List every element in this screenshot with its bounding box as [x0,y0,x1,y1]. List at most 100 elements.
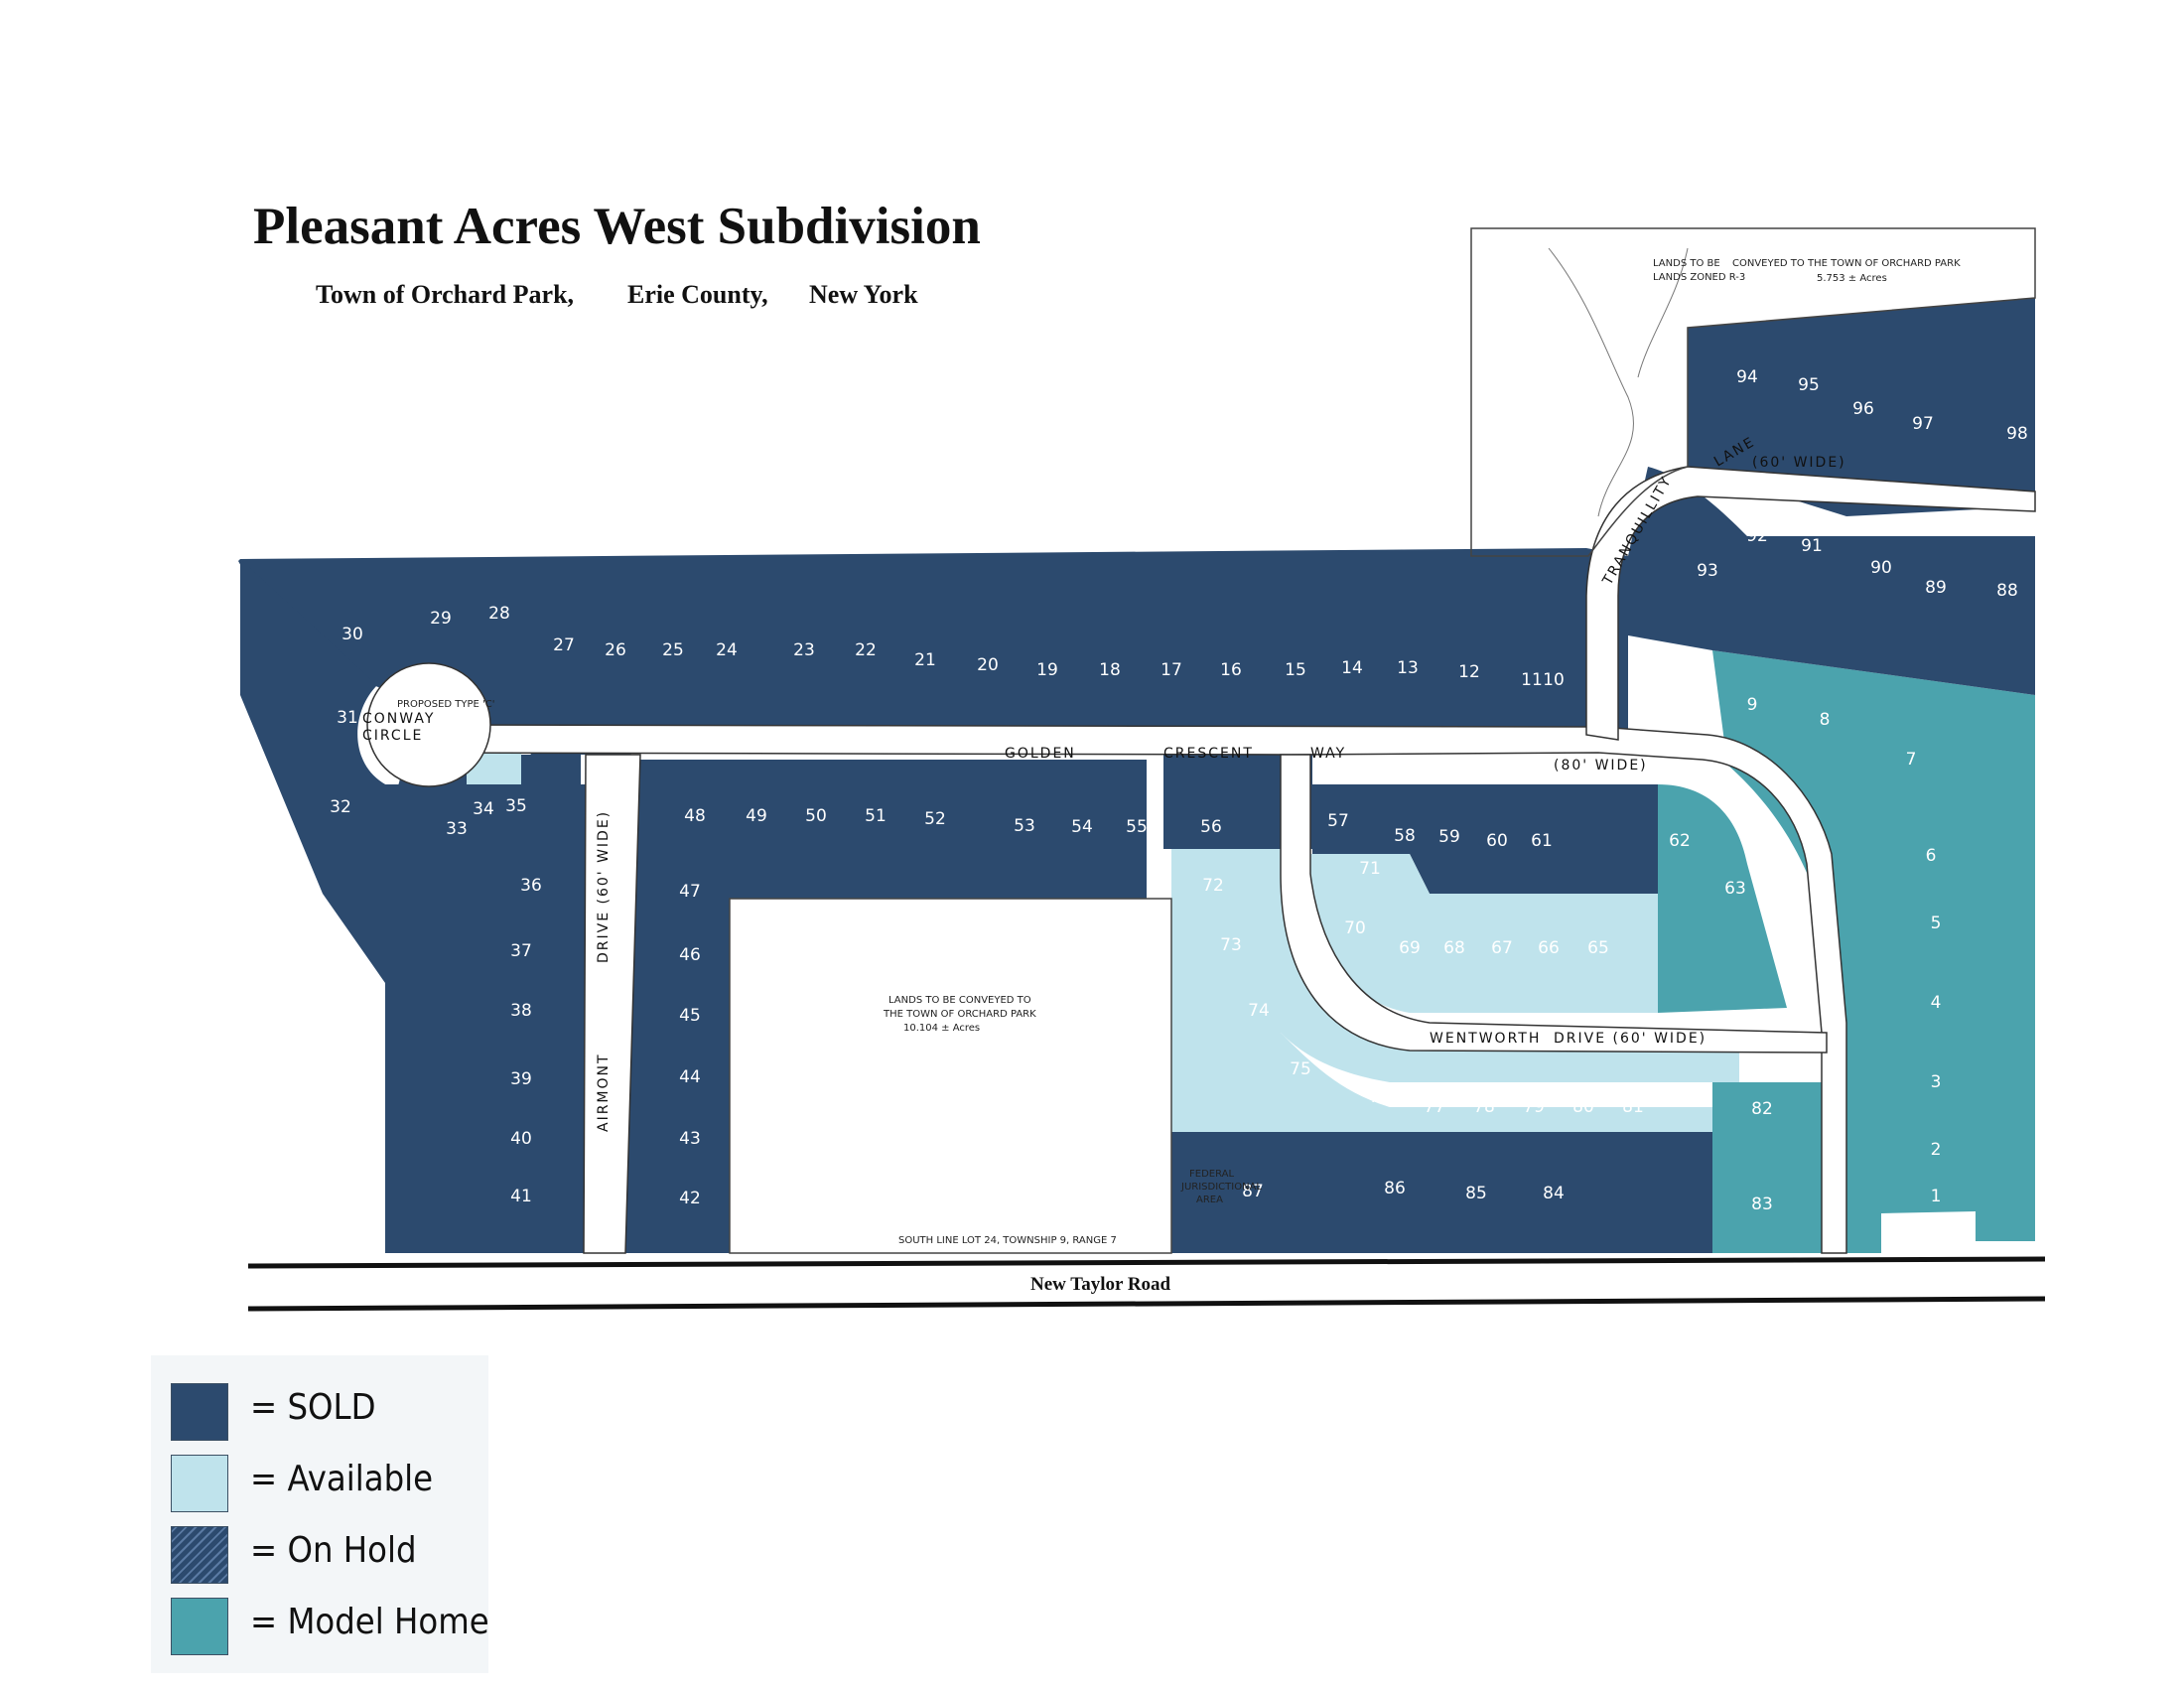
lot-75-label: 75 [1290,1059,1311,1079]
conveyed-lands-top [1470,227,2036,557]
parcel-available-inner [1310,854,1658,1013]
lot-76-label: 76 [1369,1087,1391,1107]
lot-90-label: 90 [1870,558,1892,578]
lot-32-label: 32 [330,797,351,817]
tranquillity-lane [1585,466,2036,741]
lot-98-label: 98 [2006,424,2028,444]
new-taylor-road-label: New Taylor Road [1030,1274,1171,1295]
lot-29-label: 29 [430,609,452,629]
lot-17-label: 17 [1160,660,1182,680]
parcel-94-98 [1688,298,2035,516]
lot-88-label: 88 [1996,581,2018,601]
width-60-label: (60' WIDE) [1752,455,1846,471]
parcel-88-93 [1628,467,2035,695]
lot-36-label: 36 [520,876,542,896]
lot-86-label: 86 [1384,1179,1406,1198]
conveyed-top-line-4: 5.753 ± Acres [1817,273,1887,284]
lot-26-label: 26 [605,640,626,660]
conveyed-center-line-2: THE TOWN OF ORCHARD PARK [883,1009,1036,1020]
lot-13-label: 13 [1397,658,1419,678]
lot-44-label: 44 [679,1067,701,1087]
lot-23-label: 23 [793,640,815,660]
parcel-available-ring [1171,849,1739,1142]
lot-31-label: 31 [337,708,358,728]
federal-line-1: FEDERAL [1189,1169,1234,1180]
lot-62-label: 62 [1669,831,1691,851]
lot-68-label: 68 [1443,938,1465,958]
parcel-82-83 [1712,1082,1830,1253]
lot-18-label: 18 [1099,660,1121,680]
lot-27-label: 27 [553,635,575,655]
lot-54-label: 54 [1071,817,1093,837]
lot-89-label: 89 [1925,578,1947,598]
lot-1-label: 1 [1931,1187,1942,1206]
lot-21-label: 21 [914,650,936,670]
lot-51-label: 51 [865,806,887,826]
subtitle-county: Erie County, [627,280,768,309]
crescent-label: CRESCENT [1163,746,1254,762]
wentworth-label: WENTWORTH [1430,1031,1541,1047]
lot-97-label: 97 [1912,414,1934,434]
parcel-available-west [1171,1033,1251,1137]
lot-4-label: 4 [1931,993,1942,1013]
lot-80-label: 80 [1572,1097,1594,1117]
conway-label: CONWAY [362,711,435,727]
lot-60-label: 60 [1486,831,1508,851]
lot-85-label: 85 [1465,1184,1487,1203]
lot-65-label: 65 [1587,938,1609,958]
wentworth-drive [1280,754,1828,1054]
lot-48-label: 48 [684,806,706,826]
lot-59-label: 59 [1438,827,1460,847]
lot-77-label: 77 [1424,1097,1445,1117]
lot-43-label: 43 [679,1129,701,1149]
legend: = SOLD = Available = On Hold = Model Hom… [151,1355,489,1673]
lot-9-label: 9 [1747,695,1758,715]
circle-label: CIRCLE [362,728,423,744]
lot-7-label: 7 [1906,750,1917,770]
lot-39-label: 39 [510,1069,532,1089]
airmont-label: AIRMONT [596,1053,612,1132]
lot-34-label: 34 [473,799,494,819]
lot-61-label: 61 [1531,831,1553,851]
lot-24-label: 24 [716,640,738,660]
legend-swatch-model-home [171,1598,228,1655]
federal-line-3: AREA [1196,1195,1223,1205]
lot-22-label: 22 [855,640,877,660]
lot-41-label: 41 [510,1187,532,1206]
lot-93-label: 93 [1697,561,1718,581]
lot-92-label: 92 [1746,526,1768,546]
conveyed-top-line-3: LANDS ZONED R-3 [1653,272,1745,283]
legend-label-sold: = SOLD [250,1387,376,1428]
lot-10-label: 10 [1543,670,1565,690]
lot-8-label: 8 [1820,710,1831,730]
lot-66-label: 66 [1538,938,1560,958]
lot-14-label: 14 [1341,658,1363,678]
lot-3-label: 3 [1931,1072,1942,1092]
lot-49-label: 49 [746,806,767,826]
lot-12-label: 12 [1458,662,1480,682]
lot-58-label: 58 [1394,826,1416,846]
lot-19-label: 19 [1036,660,1058,680]
lot-5-label: 5 [1931,914,1942,933]
lot-35-label: 35 [505,796,527,816]
lot-42-label: 42 [679,1189,701,1208]
annotations: LANDS TO BE CONVEYED TO THE TOWN OF ORCH… [397,258,1961,1246]
lot-78-label: 78 [1473,1097,1495,1117]
wentworth-drive-label: DRIVE (60' WIDE) [1554,1031,1706,1047]
lot-46-label: 46 [679,945,701,965]
lot-28-label: 28 [488,604,510,624]
parcel-north-strip [238,548,1586,755]
conveyed-center-line-3: 10.104 ± Acres [903,1023,980,1034]
parcel-62-64 [1658,784,1787,1013]
lot-33-label: 33 [446,819,468,839]
conveyed-lands-center [729,898,1172,1254]
conveyed-top-line-2: CONVEYED TO THE TOWN OF ORCHARD PARK [1732,258,1961,269]
width-80-label: (80' WIDE) [1554,758,1648,774]
lot-25-label: 25 [662,640,684,660]
new-taylor-road: New Taylor Road [247,1256,2046,1312]
proposed-line-1: PROPOSED TYPE 'C' [397,699,495,710]
legend-label-available: = Available [250,1459,434,1499]
lot-56-label: 56 [1200,817,1222,837]
